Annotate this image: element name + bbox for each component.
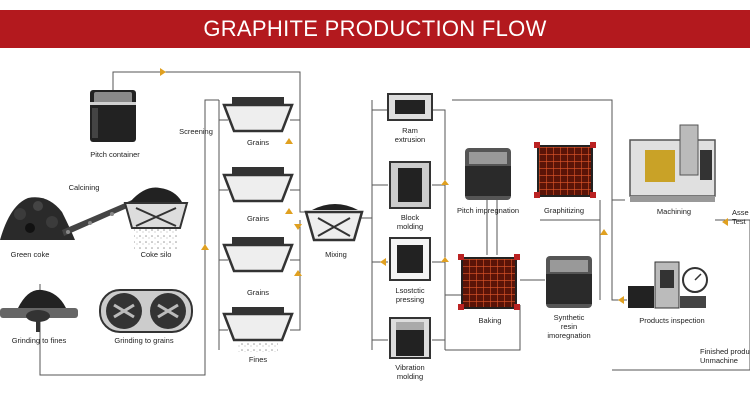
- pitch-impregnation-icon: [465, 148, 511, 200]
- label-synthetic-resin: Synthetic resin imoregnation: [547, 313, 591, 340]
- flow-arrows: [160, 68, 728, 304]
- label-green-coke: Green coke: [10, 250, 50, 259]
- label-machining: Machining: [656, 207, 692, 216]
- label-pitch-impregnation: Pitch impregnation: [456, 206, 520, 215]
- label-calcining: Calcining: [68, 183, 100, 192]
- label-block-molding: Block molding: [396, 213, 424, 231]
- grinding-grains-icon: [99, 289, 193, 333]
- mixing-icon: [304, 204, 364, 242]
- green-coke-pile-icon: [0, 197, 75, 240]
- inspection-machine-icon: [628, 261, 708, 309]
- screening-bin-icon: [222, 97, 294, 133]
- page-title: GRAPHITE PRODUCTION FLOW: [203, 16, 547, 41]
- label-pitch-container: Pitch container: [90, 150, 140, 159]
- label-mixing: Mixing: [325, 250, 347, 259]
- grinding-fines-icon: [0, 289, 78, 332]
- vibration-molding-icon: [389, 317, 431, 359]
- label-ram-extrusion: Ram extrusion: [394, 126, 426, 144]
- title-banner: [0, 10, 750, 48]
- resin-impregnation-icon: [546, 256, 592, 308]
- graphitizing-furnace-icon: [534, 142, 596, 198]
- machining-center-icon: [629, 124, 716, 202]
- screening-bin-icon: [222, 237, 294, 273]
- block-molding-icon: [389, 161, 431, 209]
- isostatic-pressing-icon: [389, 237, 431, 281]
- label-fines: Fines: [248, 355, 268, 364]
- label-grains-1: Grains: [246, 138, 270, 147]
- label-isostatic-pressing: Lsostctic pressing: [395, 286, 425, 304]
- label-grains-2: Grains: [246, 214, 270, 223]
- coke-silo-icon: [123, 187, 189, 249]
- label-grinding-fines: Grinding to fines: [11, 336, 67, 345]
- screening-bin-icon: [222, 307, 294, 352]
- baking-furnace-icon: [458, 254, 520, 310]
- label-grains-3: Grains: [246, 288, 270, 297]
- pitch-container-icon: [90, 90, 136, 142]
- label-screening: Screening: [179, 127, 213, 136]
- label-graphitizing: Graphitizing: [543, 206, 585, 215]
- screening-bin-icon: [222, 167, 294, 203]
- conveyor-icon: [62, 200, 134, 236]
- label-baking: Baking: [478, 316, 502, 325]
- label-coke-silo: Coke silo: [140, 250, 172, 259]
- label-assembly-test: Asse Test: [732, 208, 749, 226]
- label-finished-products: Finished produ Unmachine: [700, 347, 750, 365]
- label-vibration-molding: Vibration molding: [395, 363, 425, 381]
- label-grinding-grains: Grinding to grains: [114, 336, 174, 345]
- label-products-inspection: Products inspection: [639, 316, 705, 325]
- ram-extrusion-icon: [387, 93, 433, 121]
